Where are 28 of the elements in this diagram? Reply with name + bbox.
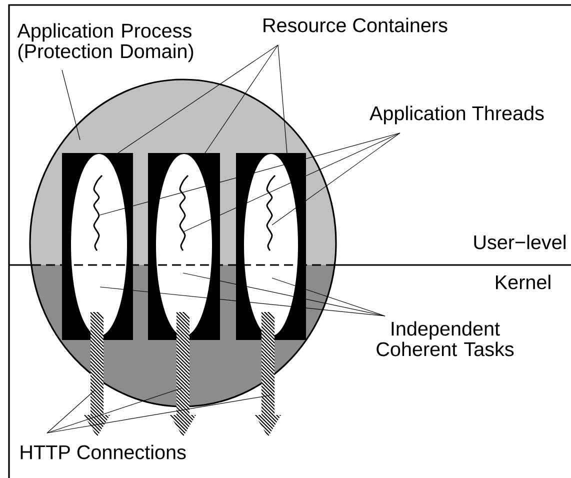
hatched-arrow <box>170 312 196 437</box>
region-label: Kernel <box>496 274 550 290</box>
leader-line <box>46 388 182 434</box>
task-oval <box>156 154 212 336</box>
callout-text: Resource Containers <box>264 18 448 32</box>
leader-line <box>182 132 400 232</box>
leader-line <box>182 272 386 316</box>
callout-text: Application Process (Protection Domain) <box>17 23 194 62</box>
thread-wave <box>179 174 189 251</box>
thread-wave <box>266 174 276 251</box>
callout-text: Independent Coherent Tasks <box>376 321 514 356</box>
leader-line <box>272 132 400 226</box>
hatched-arrow <box>84 312 110 437</box>
leader-line <box>100 286 386 316</box>
task-oval <box>71 154 127 336</box>
region-label: User−level <box>474 234 566 250</box>
leader-line <box>62 70 80 140</box>
leader-line <box>278 44 288 154</box>
callout-text: Application Threads <box>370 106 544 124</box>
leader-line <box>46 390 96 434</box>
leader-line <box>118 44 278 154</box>
leader-line <box>272 278 386 316</box>
hatched-arrow <box>255 312 281 437</box>
leader-line <box>100 132 400 216</box>
callout-text: HTTP Connections <box>20 444 186 460</box>
task-oval <box>244 154 298 336</box>
leader-line <box>204 44 278 154</box>
thread-wave <box>93 174 103 251</box>
